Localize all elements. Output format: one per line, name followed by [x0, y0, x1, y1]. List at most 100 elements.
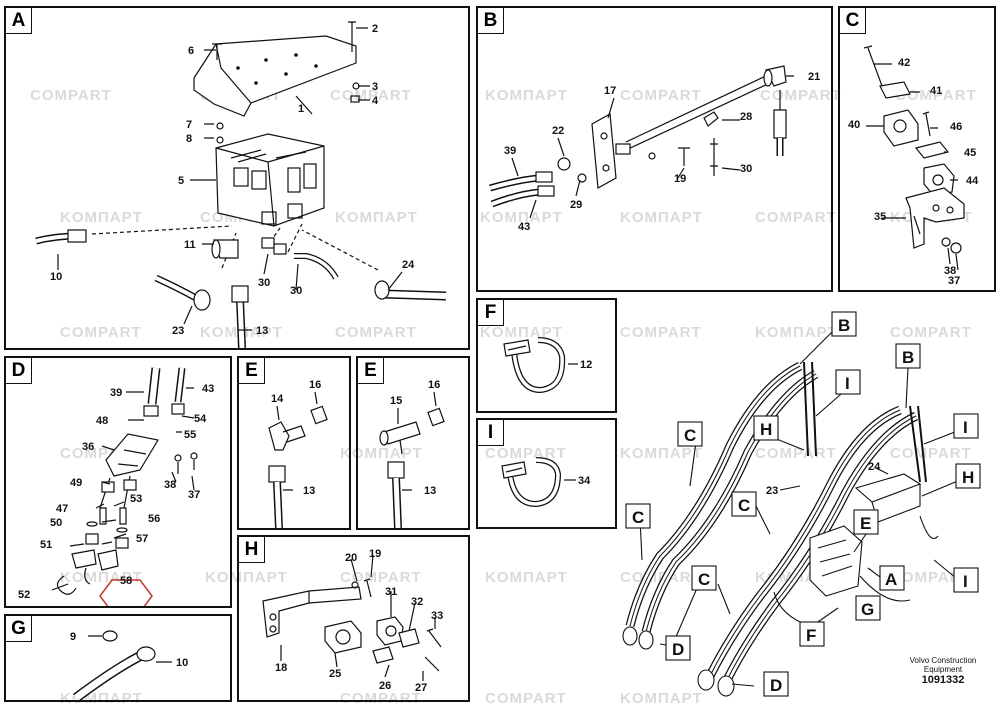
watermark-text: COMPART: [620, 87, 702, 104]
callout: 23: [766, 485, 778, 497]
callout: 14: [271, 393, 284, 405]
watermark-text: COMPART: [620, 324, 702, 341]
bracket: [105, 433, 159, 477]
callout: 57: [136, 533, 148, 545]
panel-tag: E: [239, 358, 265, 384]
watermark-text: KOMПAPT: [205, 569, 288, 586]
bolt: [212, 43, 222, 60]
panel-tag: A: [6, 8, 32, 34]
watermark-text: KOMПAPT: [485, 569, 568, 586]
ref-box-a: A: [885, 570, 897, 589]
callout: 44: [966, 175, 979, 187]
o-ring: [102, 630, 118, 642]
watermark-text: COMPART: [890, 445, 972, 462]
bracket: [591, 113, 617, 189]
watermark-text: COMPART: [485, 445, 567, 462]
callout: 51: [40, 539, 52, 551]
watermark-row-5: KOMПAPT KOMПAPT COMPART KOMПAPT COMPART …: [60, 569, 971, 586]
panel-a-drawing: 1 2 3 4 5 6 7 8 10 11 13 23 24 30 30: [35, 21, 447, 349]
callout: 1: [298, 103, 304, 115]
company-name-line1: Volvo Construction: [909, 656, 977, 665]
washer: [216, 122, 224, 130]
panel-h-drawing: 18 19 20 25 26 27 31 32 33: [262, 548, 443, 694]
watermark-text: KOMПAPT: [480, 324, 563, 341]
watermark-text: KOMПAPT: [335, 209, 418, 226]
callout: 35: [874, 211, 886, 223]
watermark-text: COMPART: [755, 209, 837, 226]
panel-a: A: [4, 6, 470, 350]
panel-g: G 9 10: [4, 614, 232, 703]
callout: 39: [504, 145, 516, 157]
valve-block: [215, 133, 325, 227]
callout: 12: [580, 359, 592, 371]
panel-f-drawing: 12: [503, 337, 592, 394]
watermark-text: COMPART: [60, 324, 142, 341]
callout: 54: [194, 413, 207, 425]
callout: 7: [186, 119, 192, 131]
panel-g-drawing: 9 10: [70, 630, 188, 703]
drawing-code: 1091332: [921, 674, 965, 686]
callout: 53: [130, 493, 142, 505]
ref-box-b: B: [838, 316, 850, 335]
ref-box-d: D: [770, 676, 782, 695]
callout: 33: [431, 610, 443, 622]
callout: 17: [604, 85, 616, 97]
callout: 43: [518, 221, 530, 233]
watermark-text: KOMПAPT: [485, 87, 568, 104]
callout: 43: [202, 383, 214, 395]
panel-i-drawing: 34: [501, 457, 591, 508]
panel-d-drawing: 36 37 38 39 43 47 48 49 50 51 52 53 54 5…: [18, 367, 214, 613]
ref-box-b: B: [902, 348, 914, 367]
bolt: [348, 21, 356, 52]
ref-box-c: C: [684, 426, 696, 445]
callout: 18: [275, 662, 287, 674]
callout: 40: [848, 119, 860, 131]
footer-block: Volvo Construction Equipment 1091332: [900, 656, 986, 686]
ref-box-h: H: [760, 420, 772, 439]
watermark-text: COMPART: [30, 87, 112, 104]
callout: 19: [369, 548, 381, 560]
callout: 39: [110, 387, 122, 399]
panel-c: C 35 37 38 40 41 42 44 45 46: [838, 6, 996, 292]
panel-b-drawing: 17 19 21 22 28 29 30 39 43: [489, 65, 820, 233]
watermark-text: COMPART: [890, 324, 972, 341]
ref-box-i: I: [963, 572, 968, 591]
ref-box-i: I: [963, 418, 968, 437]
watermark-text: KOMПAPT: [620, 445, 703, 462]
panel-d: D 36 37 38 39 43 47 48 49 50: [4, 356, 232, 613]
callout: 24: [868, 461, 881, 473]
callout: 37: [948, 275, 960, 287]
callout: 52: [18, 589, 30, 601]
callout: 4: [372, 95, 379, 107]
watermark-text: COMPART: [485, 690, 567, 706]
callout: 2: [372, 23, 378, 35]
ref-box-h: H: [962, 468, 974, 487]
watermark-text: KOMПAPT: [755, 324, 838, 341]
callout: 6: [188, 45, 194, 57]
callout: 5: [178, 175, 184, 187]
callout: 28: [740, 111, 752, 123]
callout: 10: [50, 271, 62, 283]
callout: 23: [172, 325, 184, 337]
panel-e-left-drawing: 13 14 16: [268, 379, 328, 529]
callout: 13: [424, 485, 436, 497]
watermark-text: COMPART: [340, 690, 422, 706]
callout: 13: [303, 485, 315, 497]
watermark-text: KOMПAPT: [620, 690, 703, 706]
callout: 41: [930, 85, 942, 97]
watermark-text: COMPART: [895, 87, 977, 104]
panel-i: I 34: [476, 418, 617, 529]
callout: 30: [740, 163, 752, 175]
callout: 25: [329, 668, 341, 680]
callout: 30: [290, 285, 302, 297]
washer: [216, 136, 224, 144]
callout: 11: [184, 239, 196, 251]
callout: 34: [578, 475, 591, 487]
callout: 56: [148, 513, 160, 525]
ref-box-d: D: [672, 640, 684, 659]
callout: 42: [898, 57, 910, 69]
callout: 45: [964, 147, 976, 159]
panel-tag: D: [6, 358, 32, 384]
callout: 15: [390, 395, 402, 407]
callout: 22: [552, 125, 564, 137]
